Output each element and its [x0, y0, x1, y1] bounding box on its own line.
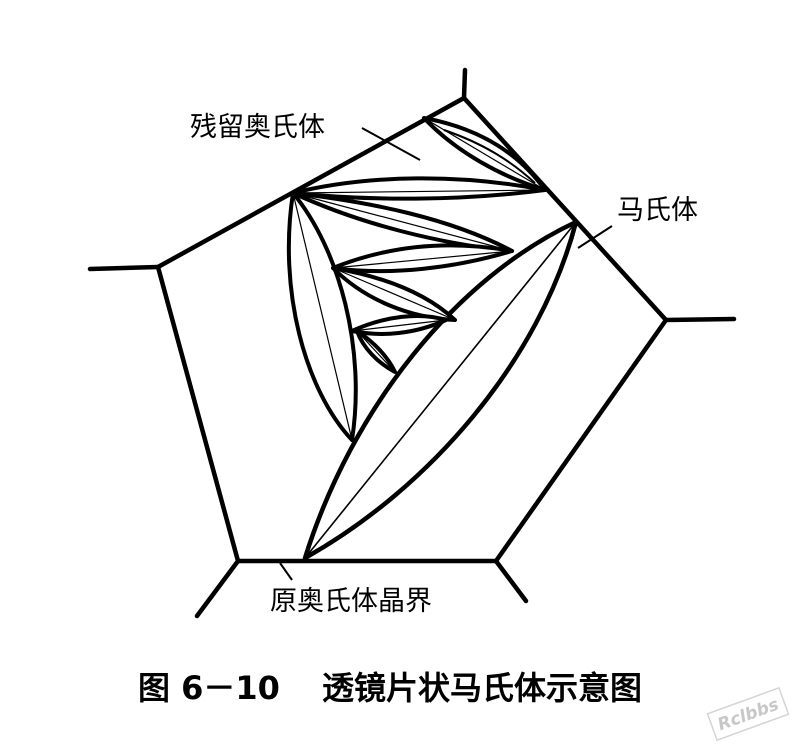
leader-prior-austenite-boundary	[279, 562, 293, 581]
midrib-vertical	[292, 192, 353, 441]
adjacent-grain-boundaries	[87, 67, 737, 619]
grain-boundary	[155, 95, 669, 564]
midrib-upper	[292, 189, 546, 194]
watermark: Rclbbs	[706, 686, 790, 742]
midrib-middle	[332, 250, 513, 269]
boundary-extension-bottom-right	[493, 558, 529, 604]
label-prior-austenite-boundary: 原奥氏体晶界	[270, 586, 432, 617]
midrib-second	[292, 192, 513, 252]
boundary-extension-top	[461, 67, 468, 101]
midrib-lower	[332, 267, 456, 321]
figure-number: 图 6－10	[138, 669, 280, 707]
figure-title: 透镜片状马氏体示意图	[322, 669, 642, 707]
leader-lines	[279, 127, 613, 581]
martensite-plates	[286, 116, 579, 561]
label-retained-austenite: 残留奥氏体	[190, 112, 325, 143]
label-martensite: 马氏体	[617, 195, 698, 226]
leader-martensite	[577, 225, 613, 249]
leader-retained-austenite	[361, 127, 421, 161]
martensite-plate-middle	[331, 243, 514, 274]
boundary-extension-left	[87, 264, 161, 272]
watermark-box	[706, 686, 790, 742]
midrib-large	[304, 221, 577, 559]
martensite-plate-top-inner	[443, 129, 536, 184]
midrib-small	[351, 319, 447, 332]
midrib-tiny	[356, 330, 396, 373]
midrib-top	[423, 117, 546, 191]
boundary-extension-right	[663, 316, 737, 323]
martensite-plate-upper	[291, 176, 547, 201]
boundary-extension-bottom-left	[194, 558, 241, 619]
